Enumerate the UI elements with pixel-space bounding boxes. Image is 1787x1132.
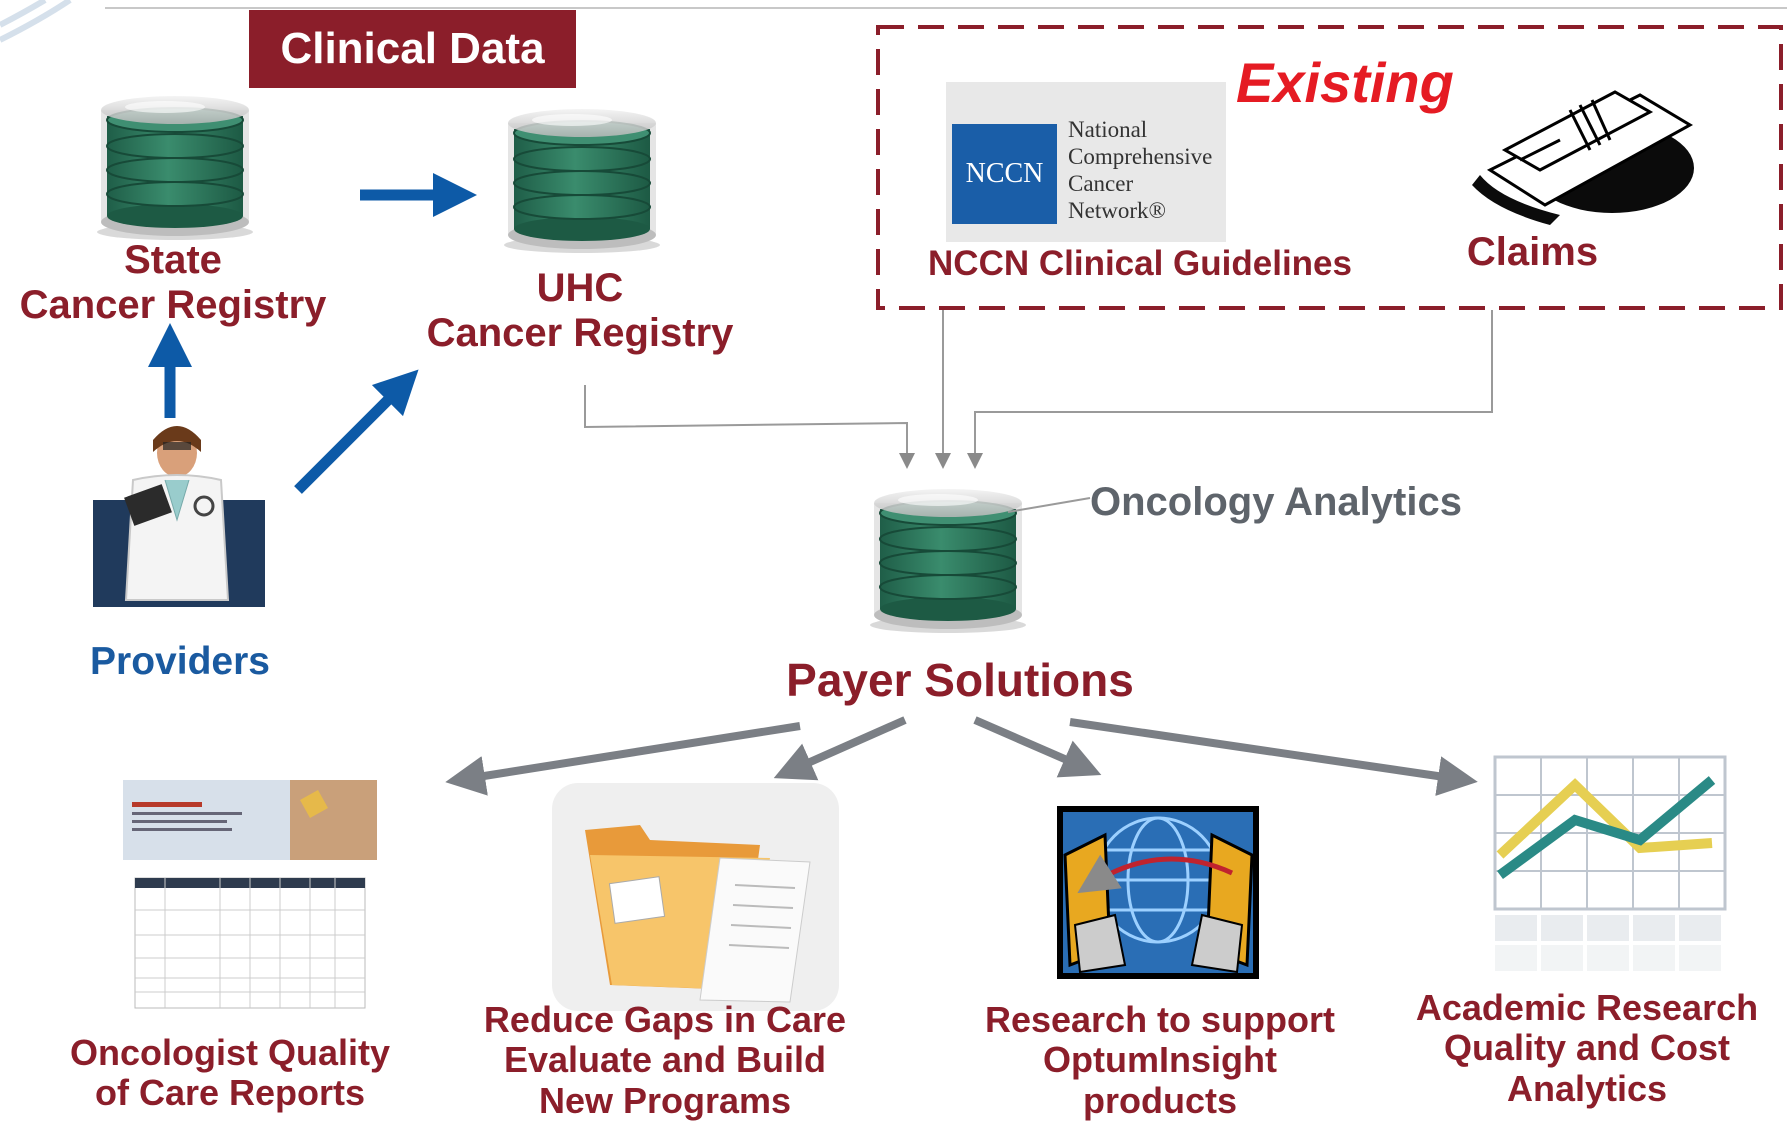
reduce-gaps-label: Reduce Gaps in Care Evaluate and Build N…: [483, 999, 847, 1121]
uhc-registry-label: UHC Cancer Registry: [426, 266, 734, 355]
line-chart-icon: [1493, 755, 1727, 971]
nccn-logo: NCCN National Comprehensive Cancer Netwo…: [946, 82, 1226, 242]
source-connectors: [584, 310, 1493, 513]
existing-label: Existing: [1236, 51, 1454, 114]
claims-label: Claims: [1466, 230, 1599, 274]
uhc-registry-database-icon: [503, 108, 661, 253]
nccn-guidelines-label: NCCN Clinical Guidelines: [928, 244, 1352, 283]
nccn-logo-name: National Comprehensive Cancer Network®: [1068, 117, 1213, 223]
oncology-analytics-label: Oncology Analytics: [1090, 480, 1462, 524]
folder-icon: [552, 783, 839, 1011]
payer-solutions-label: Payer Solutions: [786, 654, 1134, 706]
corner-logo-icon: [0, 0, 72, 43]
oncologist-reports-label: Oncologist Quality of Care Reports: [69, 1032, 391, 1114]
state-registry-label: State Cancer Registry: [19, 238, 327, 327]
network-icon: [1057, 806, 1259, 979]
providers-label: Providers: [90, 640, 270, 683]
providers-to-uhc-arrow: [294, 369, 419, 494]
payer-output-arrows: [445, 716, 1478, 796]
oncology-analytics-database-icon: [869, 488, 1027, 633]
claims-icon: [1472, 90, 1694, 225]
existing-dashed-box: [876, 25, 1783, 310]
doctor-icon: [93, 426, 265, 607]
nccn-logo-abbrev: NCCN: [952, 124, 1057, 224]
clinical-data-banner: Clinical Data: [249, 10, 576, 88]
state-registry-database-icon: [96, 95, 254, 240]
report-icon: [123, 780, 377, 1009]
academic-research-label: Academic Research Quality and Cost Analy…: [1415, 987, 1759, 1109]
research-label: Research to support OptumInsight product…: [984, 999, 1336, 1121]
